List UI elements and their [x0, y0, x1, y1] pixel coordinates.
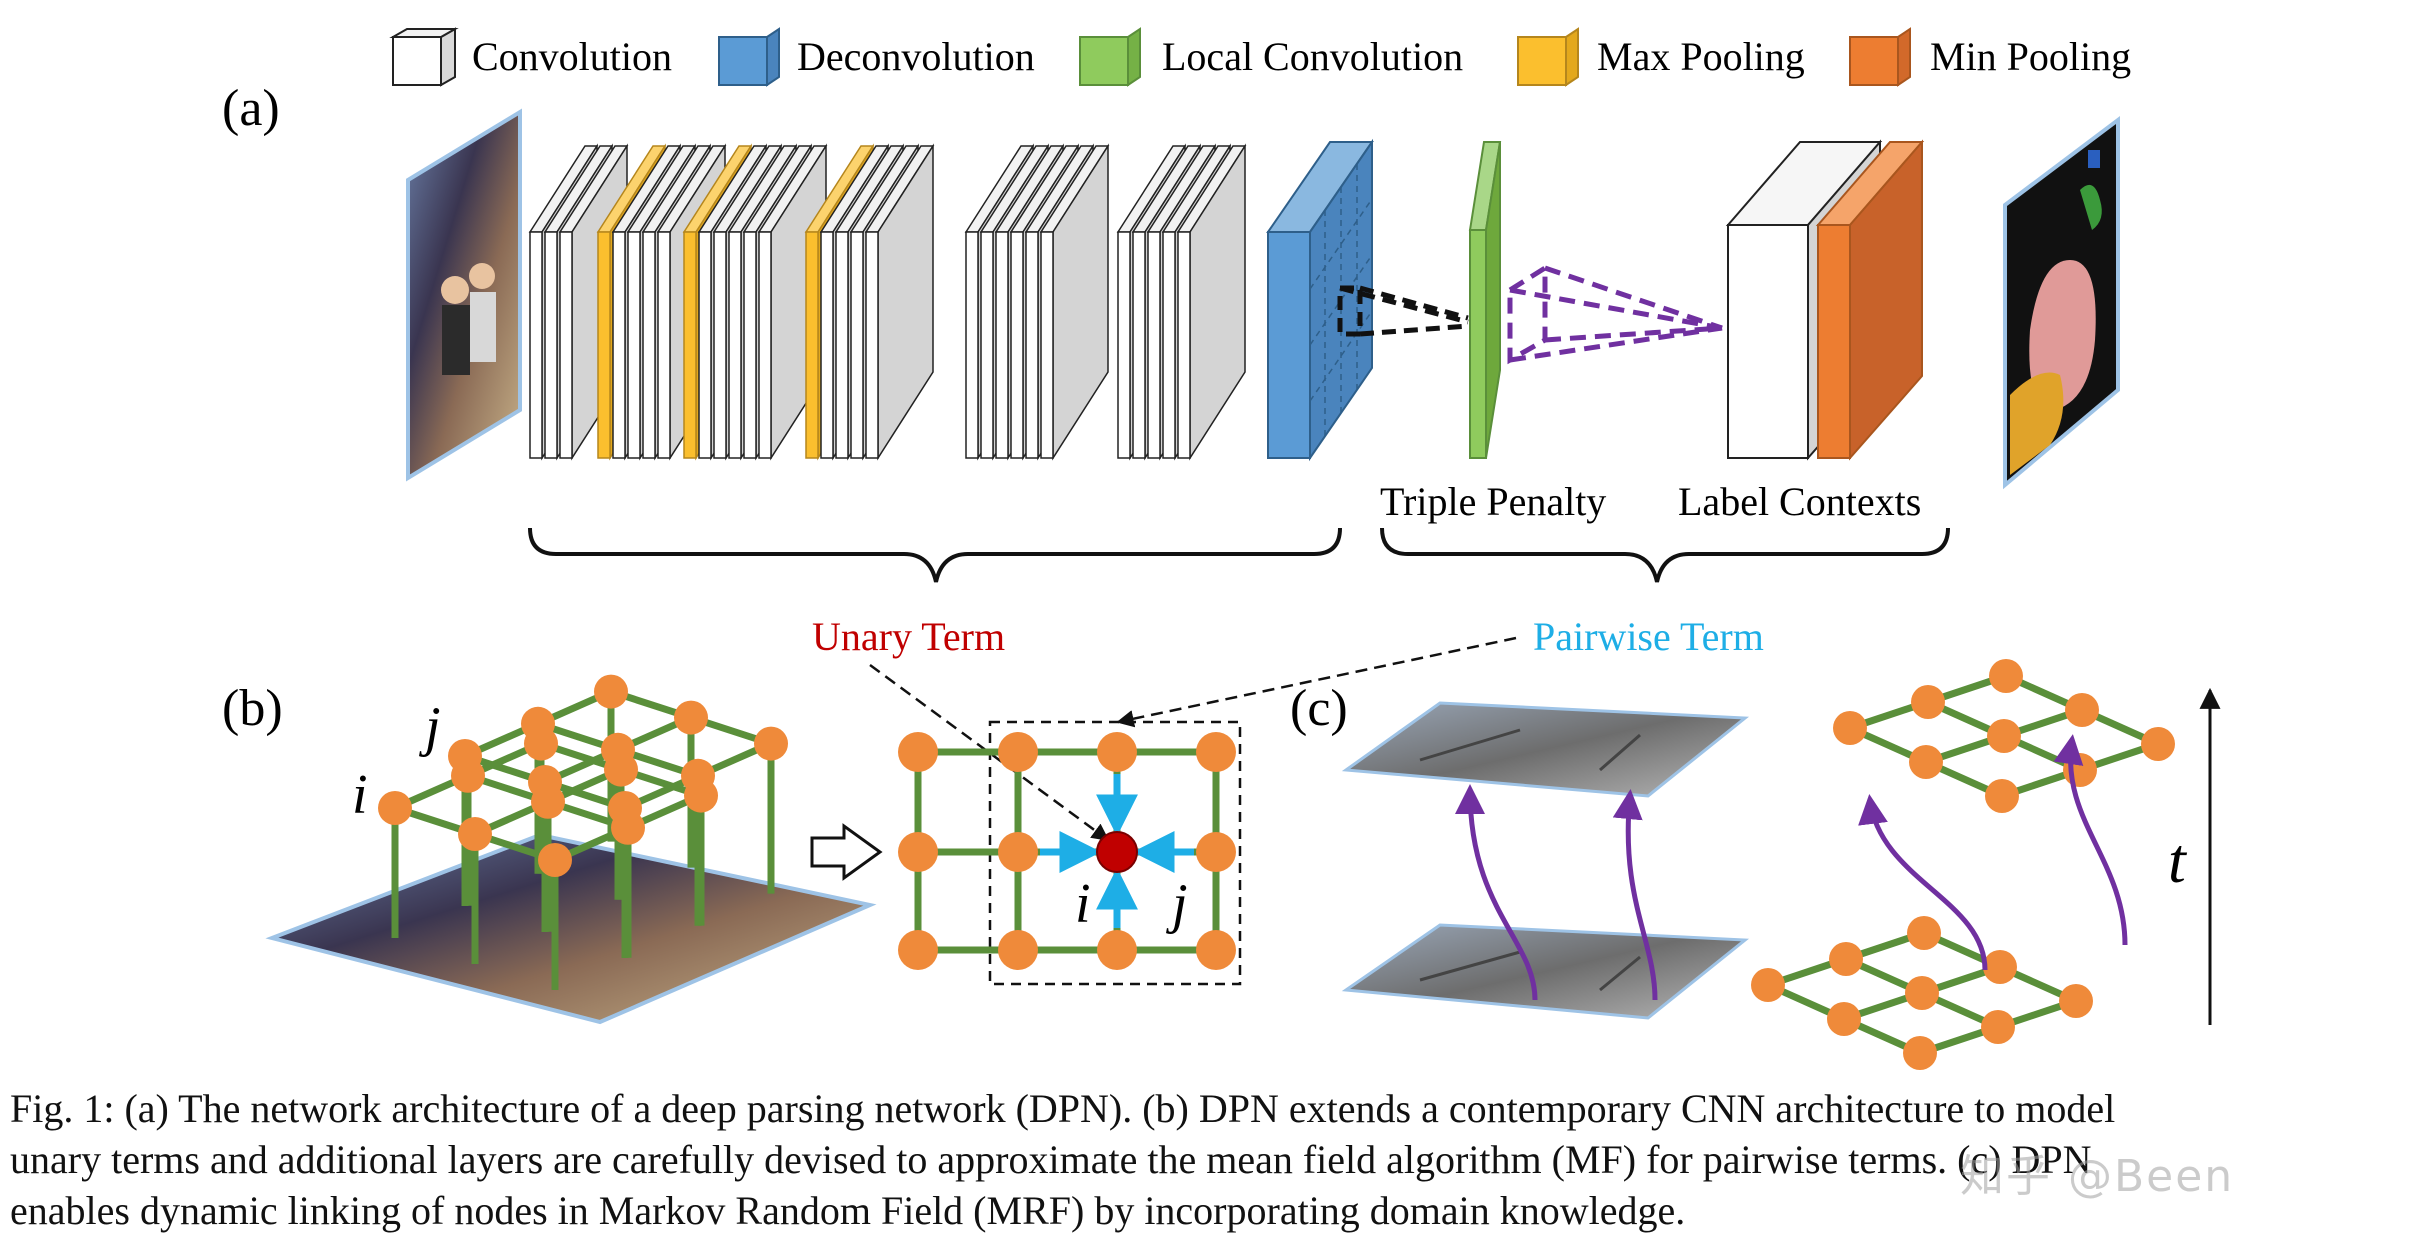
- mrf-node: [2059, 984, 2093, 1018]
- local-projection-lines: [1337, 285, 1469, 337]
- mrf-node: [1827, 1002, 1861, 1036]
- mrf-node: [1751, 968, 1785, 1002]
- legend-label-convolution: Convolution: [472, 34, 672, 79]
- mrf-node: [1989, 659, 2023, 693]
- mrf-node: [674, 700, 708, 735]
- mrf-node: [898, 930, 938, 970]
- watermark: 知乎 @Been: [1960, 1151, 2235, 1202]
- panel-label-a: (a): [222, 80, 280, 137]
- mrf-node: [608, 791, 642, 825]
- node-label-i-flat: i: [1075, 873, 1091, 935]
- label-unary-term: Unary Term: [812, 614, 1005, 659]
- mrf-node: [1911, 685, 1945, 719]
- pairwise-pointer: [1116, 636, 1517, 728]
- mrf-node: [681, 758, 715, 793]
- mrf-node: [1907, 916, 1941, 950]
- mrf-node: [1833, 711, 1867, 745]
- mrf-node: [1196, 832, 1236, 872]
- node-label-i: i: [352, 764, 368, 826]
- caption-line-2: unary terms and additional layers are ca…: [10, 1137, 2092, 1182]
- mrf-node: [1097, 930, 1137, 970]
- local-convolution-block: [1468, 141, 1502, 459]
- mrf-node: [528, 765, 562, 799]
- mrf-node: [1905, 976, 1939, 1010]
- mrf-grid-3d: [265, 674, 877, 1025]
- legend-label-min-pooling: Min Pooling: [1930, 34, 2131, 79]
- unary-node: [1096, 831, 1138, 873]
- mrf-node: [521, 706, 555, 741]
- convolution-layer: [1176, 143, 1247, 461]
- time-axis-label: t: [2168, 825, 2188, 896]
- brace-unary: [528, 527, 1342, 583]
- legend-item-min-pooling: Min Pooling: [1849, 27, 2131, 87]
- mrf-node: [594, 674, 628, 709]
- label-context-projection: [1507, 263, 1723, 365]
- mrf-node: [754, 726, 788, 761]
- mrf-node: [898, 832, 938, 872]
- input-photo: [406, 108, 522, 482]
- deconvolution-block: [1266, 138, 1374, 462]
- mrf-node: [1987, 719, 2021, 753]
- mrf-node: [1196, 930, 1236, 970]
- legend-label-deconvolution: Deconvolution: [797, 34, 1035, 79]
- output-segmentation: [2003, 115, 2120, 490]
- panel-label-b: (b): [222, 680, 283, 737]
- mrf-node: [1196, 732, 1236, 772]
- legend-item-local-convolution: Local Convolution: [1079, 27, 1463, 87]
- street-frame-top: [1341, 701, 1750, 798]
- mrf-node: [1903, 1036, 1937, 1070]
- mrf-node: [998, 930, 1038, 970]
- node-label-j: j: [419, 696, 441, 758]
- mrf-node: [1983, 950, 2017, 984]
- legend-item-max-pooling: Max Pooling: [1517, 27, 1805, 87]
- brace-pairwise: [1380, 527, 1950, 583]
- node-label-j-flat: j: [1166, 873, 1188, 935]
- min-pooling-block: [1815, 139, 1925, 461]
- cnn-layer-stack: [528, 143, 1247, 461]
- label-pairwise-term: Pairwise Term: [1533, 614, 1764, 659]
- mrf-node: [601, 732, 635, 767]
- mrf-node: [2141, 727, 2175, 761]
- label-label-contexts: Label Contexts: [1678, 479, 1921, 524]
- temporal-links-frames: [1455, 784, 1658, 1001]
- mrf-node: [538, 843, 572, 877]
- caption-line-3: enables dynamic linking of nodes in Mark…: [10, 1188, 1686, 1233]
- figure-caption: Fig. 1: (a) The network architecture of …: [10, 1083, 2420, 1236]
- label-triple-penalty: Triple Penalty: [1380, 479, 1606, 524]
- panel-label-c: (c): [1290, 680, 1348, 737]
- mrf-node: [1981, 1010, 2015, 1044]
- unary-pointer: [869, 663, 1110, 842]
- mrf-node: [448, 739, 482, 773]
- mrf-node: [1909, 745, 1943, 779]
- mrf-grid-top: [1833, 659, 2175, 813]
- convolution-layer: [864, 143, 935, 461]
- convolution-layer: [1039, 143, 1110, 461]
- mrf-node: [1829, 942, 1863, 976]
- caption-line-1: Fig. 1: (a) The network architecture of …: [10, 1086, 2116, 1131]
- mrf-node: [458, 817, 492, 851]
- mrf-node: [998, 732, 1038, 772]
- mrf-node: [378, 791, 412, 825]
- mrf-node: [998, 832, 1038, 872]
- mrf-node: [1985, 779, 2019, 813]
- mrf-node: [1097, 732, 1137, 772]
- mrf-node: [2065, 693, 2099, 727]
- legend: Convolution Deconvolution Local Convolut…: [389, 27, 2131, 87]
- legend-label-local-convolution: Local Convolution: [1162, 34, 1463, 79]
- street-frame-bottom: [1341, 923, 1750, 1020]
- legend-item-deconvolution: Deconvolution: [718, 27, 1035, 87]
- legend-item-convolution: Convolution: [389, 27, 672, 87]
- mrf-grid-flat: [898, 720, 1242, 986]
- transform-arrow: [810, 823, 883, 881]
- temporal-links-grids: [1858, 734, 2128, 971]
- mrf-node: [898, 732, 938, 772]
- mrf-grid-bottom: [1751, 916, 2093, 1070]
- legend-label-max-pooling: Max Pooling: [1597, 34, 1805, 79]
